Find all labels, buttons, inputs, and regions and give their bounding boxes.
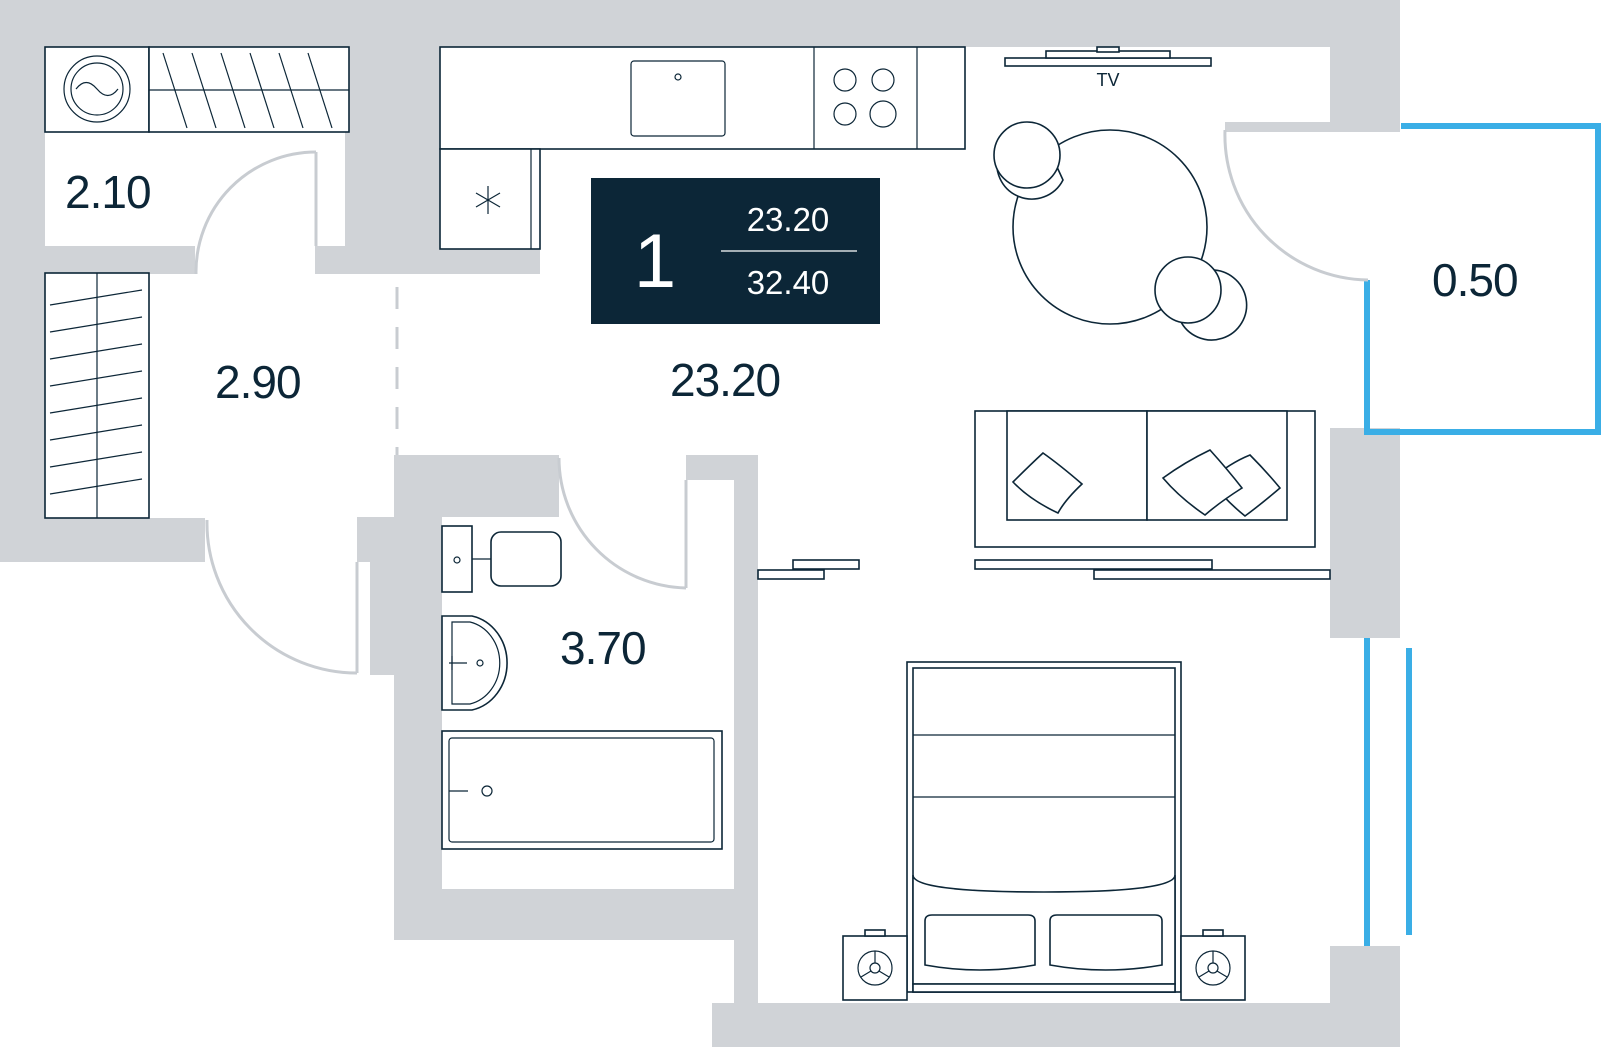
washbasin-icon bbox=[441, 615, 508, 711]
walls bbox=[0, 0, 1400, 1047]
snowflake-icon bbox=[475, 186, 501, 214]
apartment-badge: 1 23.20 32.40 bbox=[591, 178, 880, 324]
laundry-area: 2.10 bbox=[65, 166, 151, 218]
living-area: 23.20 bbox=[670, 354, 780, 406]
bed-pillow-right bbox=[1049, 914, 1163, 971]
sofa-icon bbox=[974, 410, 1316, 548]
bed-pillow-left bbox=[924, 914, 1036, 971]
wall-laundry-hall bbox=[45, 246, 195, 274]
nightstand-left bbox=[842, 929, 908, 1001]
door-entrance bbox=[205, 519, 358, 675]
door-laundry bbox=[194, 150, 317, 275]
sink-icon bbox=[630, 60, 726, 137]
wall-hall-kitchen bbox=[315, 246, 540, 274]
lamp-icon bbox=[857, 950, 893, 986]
door-balcony bbox=[1223, 129, 1369, 282]
wall-bath-right bbox=[734, 455, 758, 1047]
tv-label: TV bbox=[1096, 70, 1119, 90]
area-labels: 2.10 2.90 23.20 3.70 0.50 bbox=[65, 166, 1519, 674]
hall-area: 2.90 bbox=[215, 356, 301, 408]
toilet-icon bbox=[441, 525, 562, 593]
wall-bottom-left bbox=[0, 518, 205, 562]
tv-unit: TV bbox=[1004, 46, 1212, 90]
tv-icon bbox=[1004, 57, 1212, 67]
wall-hall-stub bbox=[370, 560, 395, 675]
hall-wardrobe bbox=[44, 272, 150, 519]
wall-left bbox=[0, 0, 45, 562]
badge-total-area: 32.40 bbox=[747, 264, 830, 301]
bed-icon bbox=[906, 661, 1182, 993]
badge-living-area: 23.20 bbox=[747, 201, 830, 238]
chair-bottom bbox=[1154, 256, 1248, 341]
hob-icon bbox=[833, 68, 897, 128]
wall-right-mid bbox=[1330, 428, 1400, 638]
lamp-icon bbox=[1195, 950, 1231, 986]
wall-bath-bottom bbox=[394, 889, 758, 940]
sliding-partition bbox=[757, 559, 1331, 580]
pillow-right-front bbox=[1161, 449, 1244, 517]
doors bbox=[194, 129, 1369, 675]
wall-top bbox=[0, 0, 1400, 47]
laundry-furniture bbox=[44, 46, 350, 133]
kitchen-furniture bbox=[439, 46, 966, 250]
windows bbox=[1364, 123, 1601, 946]
nightstand-right bbox=[1180, 929, 1246, 1001]
wall-hall-bottom bbox=[357, 517, 442, 562]
balcony-window bbox=[1364, 123, 1601, 435]
chair-top bbox=[993, 121, 1064, 200]
bathroom-furniture bbox=[441, 525, 723, 850]
balcony-area: 0.50 bbox=[1432, 254, 1518, 306]
wall-right-top bbox=[1330, 0, 1400, 132]
wall-bottom bbox=[712, 1003, 1400, 1047]
wall-laundry-kitchen bbox=[345, 47, 440, 250]
door-bathroom bbox=[557, 457, 687, 590]
pillow-left bbox=[1011, 451, 1084, 515]
dining-table-icon bbox=[993, 121, 1248, 341]
bathtub-icon bbox=[441, 730, 723, 850]
wall-right-door bbox=[1225, 122, 1330, 132]
badge-rooms: 1 bbox=[634, 219, 676, 304]
bathroom-area: 3.70 bbox=[560, 622, 646, 674]
kitchen-counter bbox=[439, 46, 966, 150]
